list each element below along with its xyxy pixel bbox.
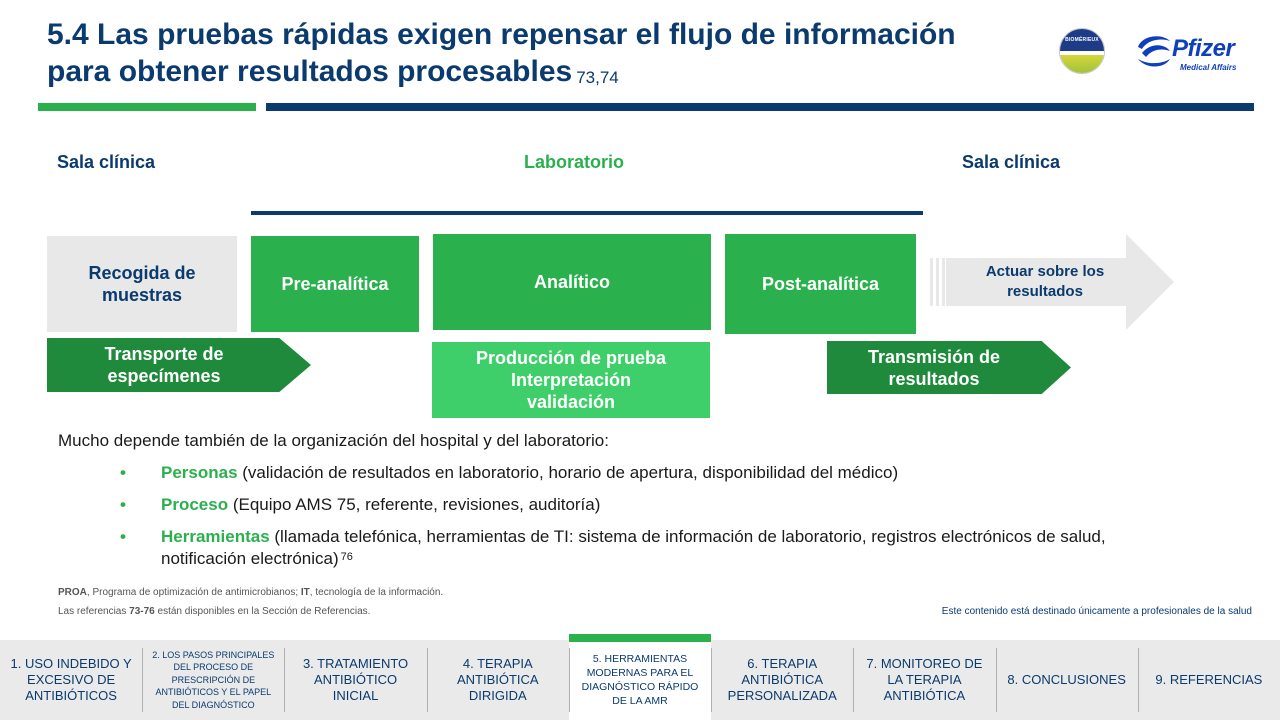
tools-reference: 76	[340, 551, 353, 563]
nav-item-pasos-principales[interactable]: 2. Los pasos principales del proceso de …	[142, 640, 284, 720]
abbreviations-footnote: PROA, Programa de optimización de antimi…	[58, 587, 444, 598]
nav-item-conclusiones[interactable]: 8. Conclusiones	[995, 640, 1138, 720]
act-on-results-label: Actuar sobre los resultados	[985, 263, 1105, 300]
biomerieux-logo: BIOMÉRIEUX	[1059, 28, 1105, 74]
organization-intro: Mucho depende también de la organización…	[58, 431, 609, 450]
bullet-tools: •Herramientas (llamada telefónica, herra…	[120, 527, 1106, 568]
references-footnote: Las referencias 73-76 están disponibles …	[58, 606, 371, 617]
bullet-people: •Personas (validación de resultados en l…	[120, 463, 899, 482]
pfizer-swirl-icon	[1138, 36, 1170, 67]
bullet-process: •Proceso (Equipo AMS 75, referente, revi…	[120, 495, 601, 514]
analytic-validation: validación	[526, 392, 616, 412]
step-pre-analytic: Pre-analítica	[251, 236, 419, 332]
nav-item-referencias[interactable]: 9. Referencias	[1137, 640, 1280, 720]
step-analytic: Analítico	[433, 234, 711, 330]
column-label-laboratory: Laboratorio	[524, 152, 625, 172]
act-arrow-shape	[930, 234, 1174, 330]
column-label-clinic-left: Sala clínica	[57, 152, 156, 172]
step-collect-samples: Recogida de muestras	[47, 236, 237, 332]
nav-item-herramientas-modernas[interactable]: 5. Herramientas modernas para el diagnós…	[568, 634, 712, 720]
analytic-details-box: Producción de prueba Interpretación vali…	[432, 342, 710, 418]
organization-section: Mucho depende también de la organización…	[58, 430, 1238, 580]
biomerieux-logo-text: BIOMÉRIEUX	[1060, 29, 1104, 51]
professional-disclaimer: Este contenido está destinado únicamente…	[941, 606, 1252, 617]
nav-item-terapia-personalizada[interactable]: 6. Terapia antibiótica personalizada	[711, 640, 853, 720]
pfizer-logo-name: Pfizer	[1172, 35, 1235, 62]
nav-item-terapia-dirigida[interactable]: 4. Terapia antibiótica dirigida	[426, 640, 569, 720]
transport-specimens-arrow: Transporte de especímenes	[47, 338, 311, 392]
transmit-results-label: Transmisión de resultados	[867, 346, 1001, 389]
transport-specimens-label: Transporte de especímenes	[104, 344, 224, 386]
nav-item-monitoreo[interactable]: 7. Monitoreo de la terapia antibiótica	[853, 640, 995, 720]
section-navigation: 1. Uso indebido y excesivo de antibiótic…	[0, 634, 1280, 720]
step-act-on-results: Actuar sobre los resultados	[930, 234, 1174, 330]
header-accent-green	[38, 103, 256, 111]
nav-item-tratamiento-inicial[interactable]: 3. Tratamiento antibiótico inicial	[284, 640, 426, 720]
page-title-text: 5.4 Las pruebas rápidas exigen repensar …	[47, 18, 956, 88]
title-references: 73,74	[576, 68, 619, 87]
analytic-production: Producción de prueba	[475, 348, 667, 368]
nav-item-uso-indebido[interactable]: 1. Uso indebido y excesivo de antibiótic…	[10, 656, 132, 703]
analytic-interpretation: Interpretación	[510, 370, 632, 390]
transmit-results-arrow: Transmisión de resultados	[827, 341, 1071, 394]
page-title: 5.4 Las pruebas rápidas exigen repensar …	[47, 16, 1007, 90]
organization-bullets: •Personas (validación de resultados en l…	[58, 462, 1238, 570]
pfizer-logo-subtitle: Medical Affairs	[1180, 63, 1237, 72]
laboratory-span-line	[251, 211, 923, 215]
step-post-analytic: Post-analítica	[725, 234, 916, 334]
pfizer-logo: Pfizer Medical Affairs	[1132, 29, 1242, 75]
column-label-clinic-right: Sala clínica	[962, 152, 1061, 172]
header-accent-blue	[266, 103, 1254, 111]
